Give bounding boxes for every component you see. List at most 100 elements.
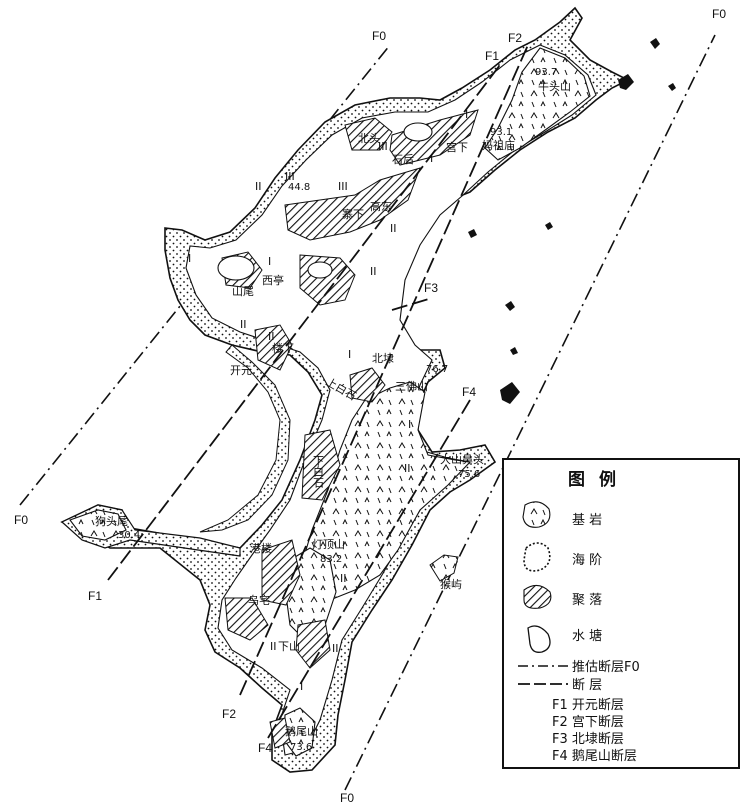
settlement-louxia	[254, 324, 293, 371]
pond-1	[217, 255, 255, 281]
pond-2	[403, 122, 433, 142]
legend-f1-text: F1 开元断层	[552, 698, 624, 713]
label-niutoushan: 牛头山	[538, 79, 571, 93]
terrace-labels: I I III III III II II I I II II II I I I…	[188, 108, 468, 693]
fault-f2	[239, 44, 529, 696]
label-f1-top: F1	[485, 49, 499, 63]
legend-title: 图例	[568, 469, 630, 490]
terrace-label: I	[268, 255, 271, 268]
islet-4	[468, 229, 477, 238]
faults	[107, 44, 529, 739]
terrace-label: I	[430, 152, 433, 165]
islet-7	[510, 347, 518, 355]
legend-f2-text: F2 宫下断层	[552, 715, 624, 730]
legend: 图例 基 岩 海 阶 聚 落 水 塘 推估断层F0 断 层 F1 开元断层 F2…	[502, 458, 740, 769]
label-mazumiao: 妈祖庙	[482, 138, 515, 152]
ponds	[217, 122, 433, 281]
label-gongxia: 宫下	[446, 140, 468, 154]
fault-f3	[391, 297, 433, 311]
label-dingding-elev: 83.2	[320, 554, 342, 565]
terrace-label: III	[285, 170, 295, 183]
terrace-label: II	[332, 642, 339, 655]
legend-inferred-fault-text: 推估断层F0	[572, 660, 640, 675]
label-xiabaishi: 下白石	[312, 455, 325, 488]
label-f1-bottom: F1	[88, 589, 102, 603]
fault-f4	[267, 399, 471, 739]
label-f2-top: F2	[508, 31, 522, 45]
label-wuzhai: 乌宅	[248, 593, 270, 607]
legend-fault-text: 断 层	[572, 678, 602, 693]
label-f4-bottom: F4	[258, 741, 272, 755]
terrace-label: III	[378, 140, 388, 153]
terrace-label: III	[338, 180, 348, 193]
fault-f1	[107, 64, 501, 581]
label-dashanbitou: 大山鼻头	[440, 452, 484, 466]
legend-terrace-text: 海 阶	[572, 553, 602, 568]
label-beitou: 北头	[358, 132, 380, 145]
label-louxia: 楼下	[272, 341, 294, 355]
label-ganglou: 港楼	[250, 541, 272, 555]
terrace-label: II	[340, 572, 347, 585]
label-gaodong: 高东	[370, 199, 392, 213]
terrace-label: I	[300, 680, 303, 693]
terrace-label: II	[270, 640, 277, 653]
legend-settlement-text: 聚 落	[572, 593, 602, 608]
islet-8	[500, 382, 520, 404]
pond-3	[307, 261, 333, 279]
terrace-label: II	[255, 180, 262, 193]
terrace-label: I	[408, 418, 411, 431]
label-ewei-elev: 73.6	[290, 742, 312, 753]
islet-2	[618, 74, 634, 90]
legend-bedrock-text: 基 岩	[572, 513, 602, 528]
terrace-label: II	[390, 222, 397, 235]
label-f0-top-right: F0	[712, 7, 726, 21]
label-elev-448: 44.8	[288, 182, 310, 193]
settlement-zhaixia	[284, 167, 421, 241]
settlement-ganglou	[261, 539, 301, 606]
label-f0-left: F0	[14, 513, 28, 527]
label-xiashan: 下山	[278, 640, 300, 653]
islet-3	[668, 83, 676, 91]
place-labels: 93.7 牛头山 93.1 妈祖庙 北头 宫下 石后 44.8 寨下 高东 山尾…	[95, 67, 571, 753]
islet-1	[650, 38, 660, 49]
settlement-xiabaishi	[301, 429, 341, 501]
terrace-label: II	[268, 330, 275, 343]
islets	[429, 38, 676, 582]
label-f3: F3	[424, 281, 438, 295]
label-sanfoshan: 三佛山	[395, 380, 428, 393]
islet-5	[545, 222, 553, 230]
terrace-label: II	[404, 462, 411, 475]
label-shanwei: 山尾	[232, 285, 254, 298]
label-kaiyuan: 开元	[230, 364, 252, 377]
terrace-label: I	[465, 108, 468, 121]
label-niutoushan-elev: 93.7	[535, 67, 557, 78]
islet-6	[505, 301, 515, 311]
legend-settlement-swatch	[523, 584, 552, 609]
fault-labels: F0 F0 F0 F0 F1 F1 F2 F2 F3 F4 F4	[14, 7, 726, 805]
bedrock-sanfoshan	[299, 381, 472, 601]
label-f4-right: F4	[462, 385, 476, 399]
terrace-label: I	[348, 348, 351, 361]
bedrock-goutouwei	[69, 509, 127, 541]
legend-terrace-swatch	[523, 542, 551, 572]
legend-f4-text: F4 鹅尾山断层	[552, 748, 637, 764]
label-ewei: 鹅尾山	[285, 724, 318, 738]
settlement-wuzhai	[224, 597, 269, 641]
terrace-label: II	[370, 265, 377, 278]
label-shihou: 石后	[392, 153, 414, 166]
label-sanfoshan-elev: 76.7	[426, 364, 448, 375]
legend-bedrock-swatch	[522, 501, 551, 528]
label-dingding: 灯顶山	[312, 538, 345, 551]
label-f2-bottom: F2	[222, 707, 236, 721]
label-f0-bottom: F0	[340, 791, 354, 805]
bedrock-niutoushan	[484, 47, 591, 161]
islet-houyu	[429, 554, 459, 582]
label-f0-top: F0	[372, 29, 386, 43]
label-dashanbitou-elev: 75.6	[458, 469, 480, 480]
legend-pond-text: 水 塘	[572, 628, 602, 644]
terrace-label: II	[240, 318, 247, 331]
settlement-beitou	[344, 117, 393, 151]
settlement-shangbaishi	[349, 367, 386, 403]
legend-f3-text: F3 北埭断层	[552, 732, 624, 747]
